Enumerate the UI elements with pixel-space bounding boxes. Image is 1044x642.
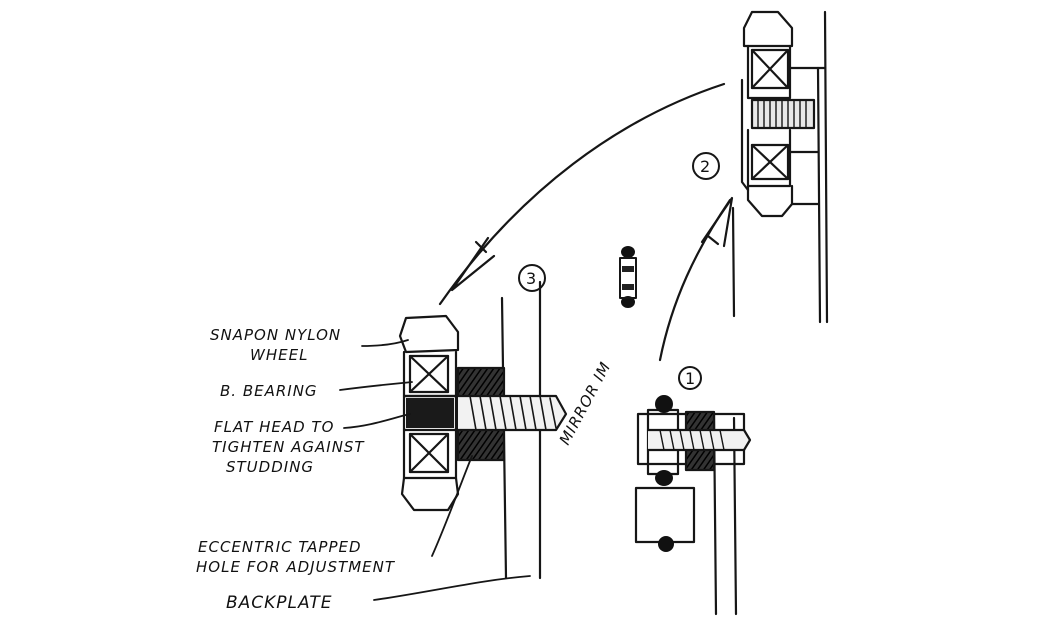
step-3-marker: 3 [518,264,546,292]
label-flathead-2: TIGHTEN AGAINST [212,438,365,456]
label-backplate: BACKPLATE [226,593,333,613]
label-flathead-1: FLAT HEAD TO [214,418,334,436]
label-bearing: B. BEARING [220,382,318,400]
step-2-marker: 2 [692,152,720,180]
assembly-step-2 [731,10,829,324]
label-snapon: SNAPON NYLON [210,326,341,344]
assembly-step-3 [398,280,568,580]
small-roller-piece [619,246,637,308]
svg-text:2: 2 [700,157,710,176]
svg-text:1: 1 [685,369,695,388]
motion-arrows [438,82,734,362]
label-flathead-3: STUDDING [226,458,314,476]
label-eccentric-2: HOLE FOR ADJUSTMENT [196,558,396,576]
callout-labels: SNAPON NYLON WHEEL B. BEARING FLAT HEAD … [196,326,615,613]
leader-lines [339,339,531,601]
label-eccentric-1: ECCENTRIC TAPPED [198,538,362,556]
step-1-rollers [655,395,674,552]
step-1-marker: 1 [678,366,702,390]
flat-head-fill [406,398,454,428]
svg-text:3: 3 [526,269,536,288]
assembly-step-1 [634,408,752,616]
label-mirror: MIRROR IM [556,359,615,448]
label-wheel: WHEEL [250,346,308,364]
